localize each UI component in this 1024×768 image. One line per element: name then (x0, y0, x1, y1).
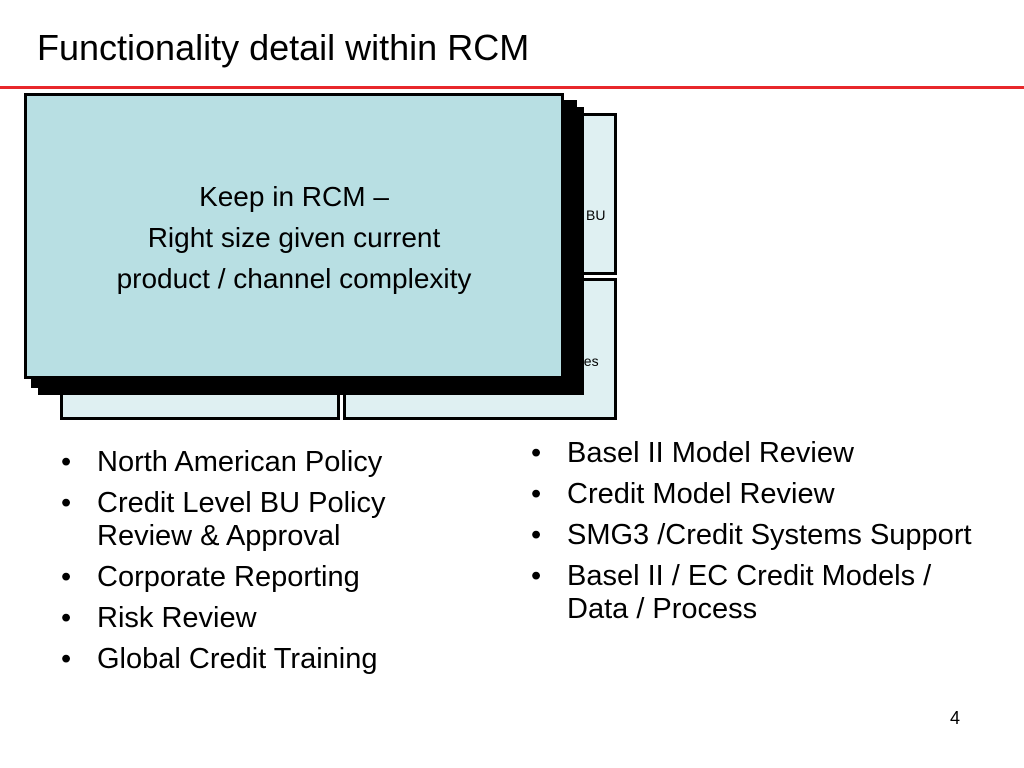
callout-text: Keep in RCM – Right size given current p… (27, 176, 561, 299)
slide-title: Functionality detail within RCM (37, 27, 530, 68)
right-bullet-list: Basel II Model Review Credit Model Revie… (527, 437, 987, 634)
left-bullet-list: North American Policy Credit Level BU Po… (57, 446, 477, 684)
list-item: Credit Model Review (527, 478, 987, 511)
list-item: Credit Level BU Policy Review & Approval (57, 487, 477, 553)
callout-line-2: Right size given current (147, 222, 441, 253)
list-item: SMG3 /Credit Systems Support (527, 519, 987, 552)
grid-box-top-right-label: BU (586, 207, 606, 223)
list-item: North American Policy (57, 446, 477, 479)
list-item: Basel II Model Review (527, 437, 987, 470)
page-number: 4 (949, 708, 960, 728)
keep-in-rcm-callout: Keep in RCM – Right size given current p… (24, 93, 564, 379)
list-item: Corporate Reporting (57, 561, 477, 594)
callout-line-3: product / channel complexity (116, 263, 472, 294)
list-item: Risk Review (57, 602, 477, 635)
list-item: Global Credit Training (57, 643, 477, 676)
title-divider (0, 86, 1024, 89)
callout-line-1: Keep in RCM – (199, 181, 389, 212)
list-item: Basel II / EC Credit Models / Data / Pro… (527, 560, 987, 626)
